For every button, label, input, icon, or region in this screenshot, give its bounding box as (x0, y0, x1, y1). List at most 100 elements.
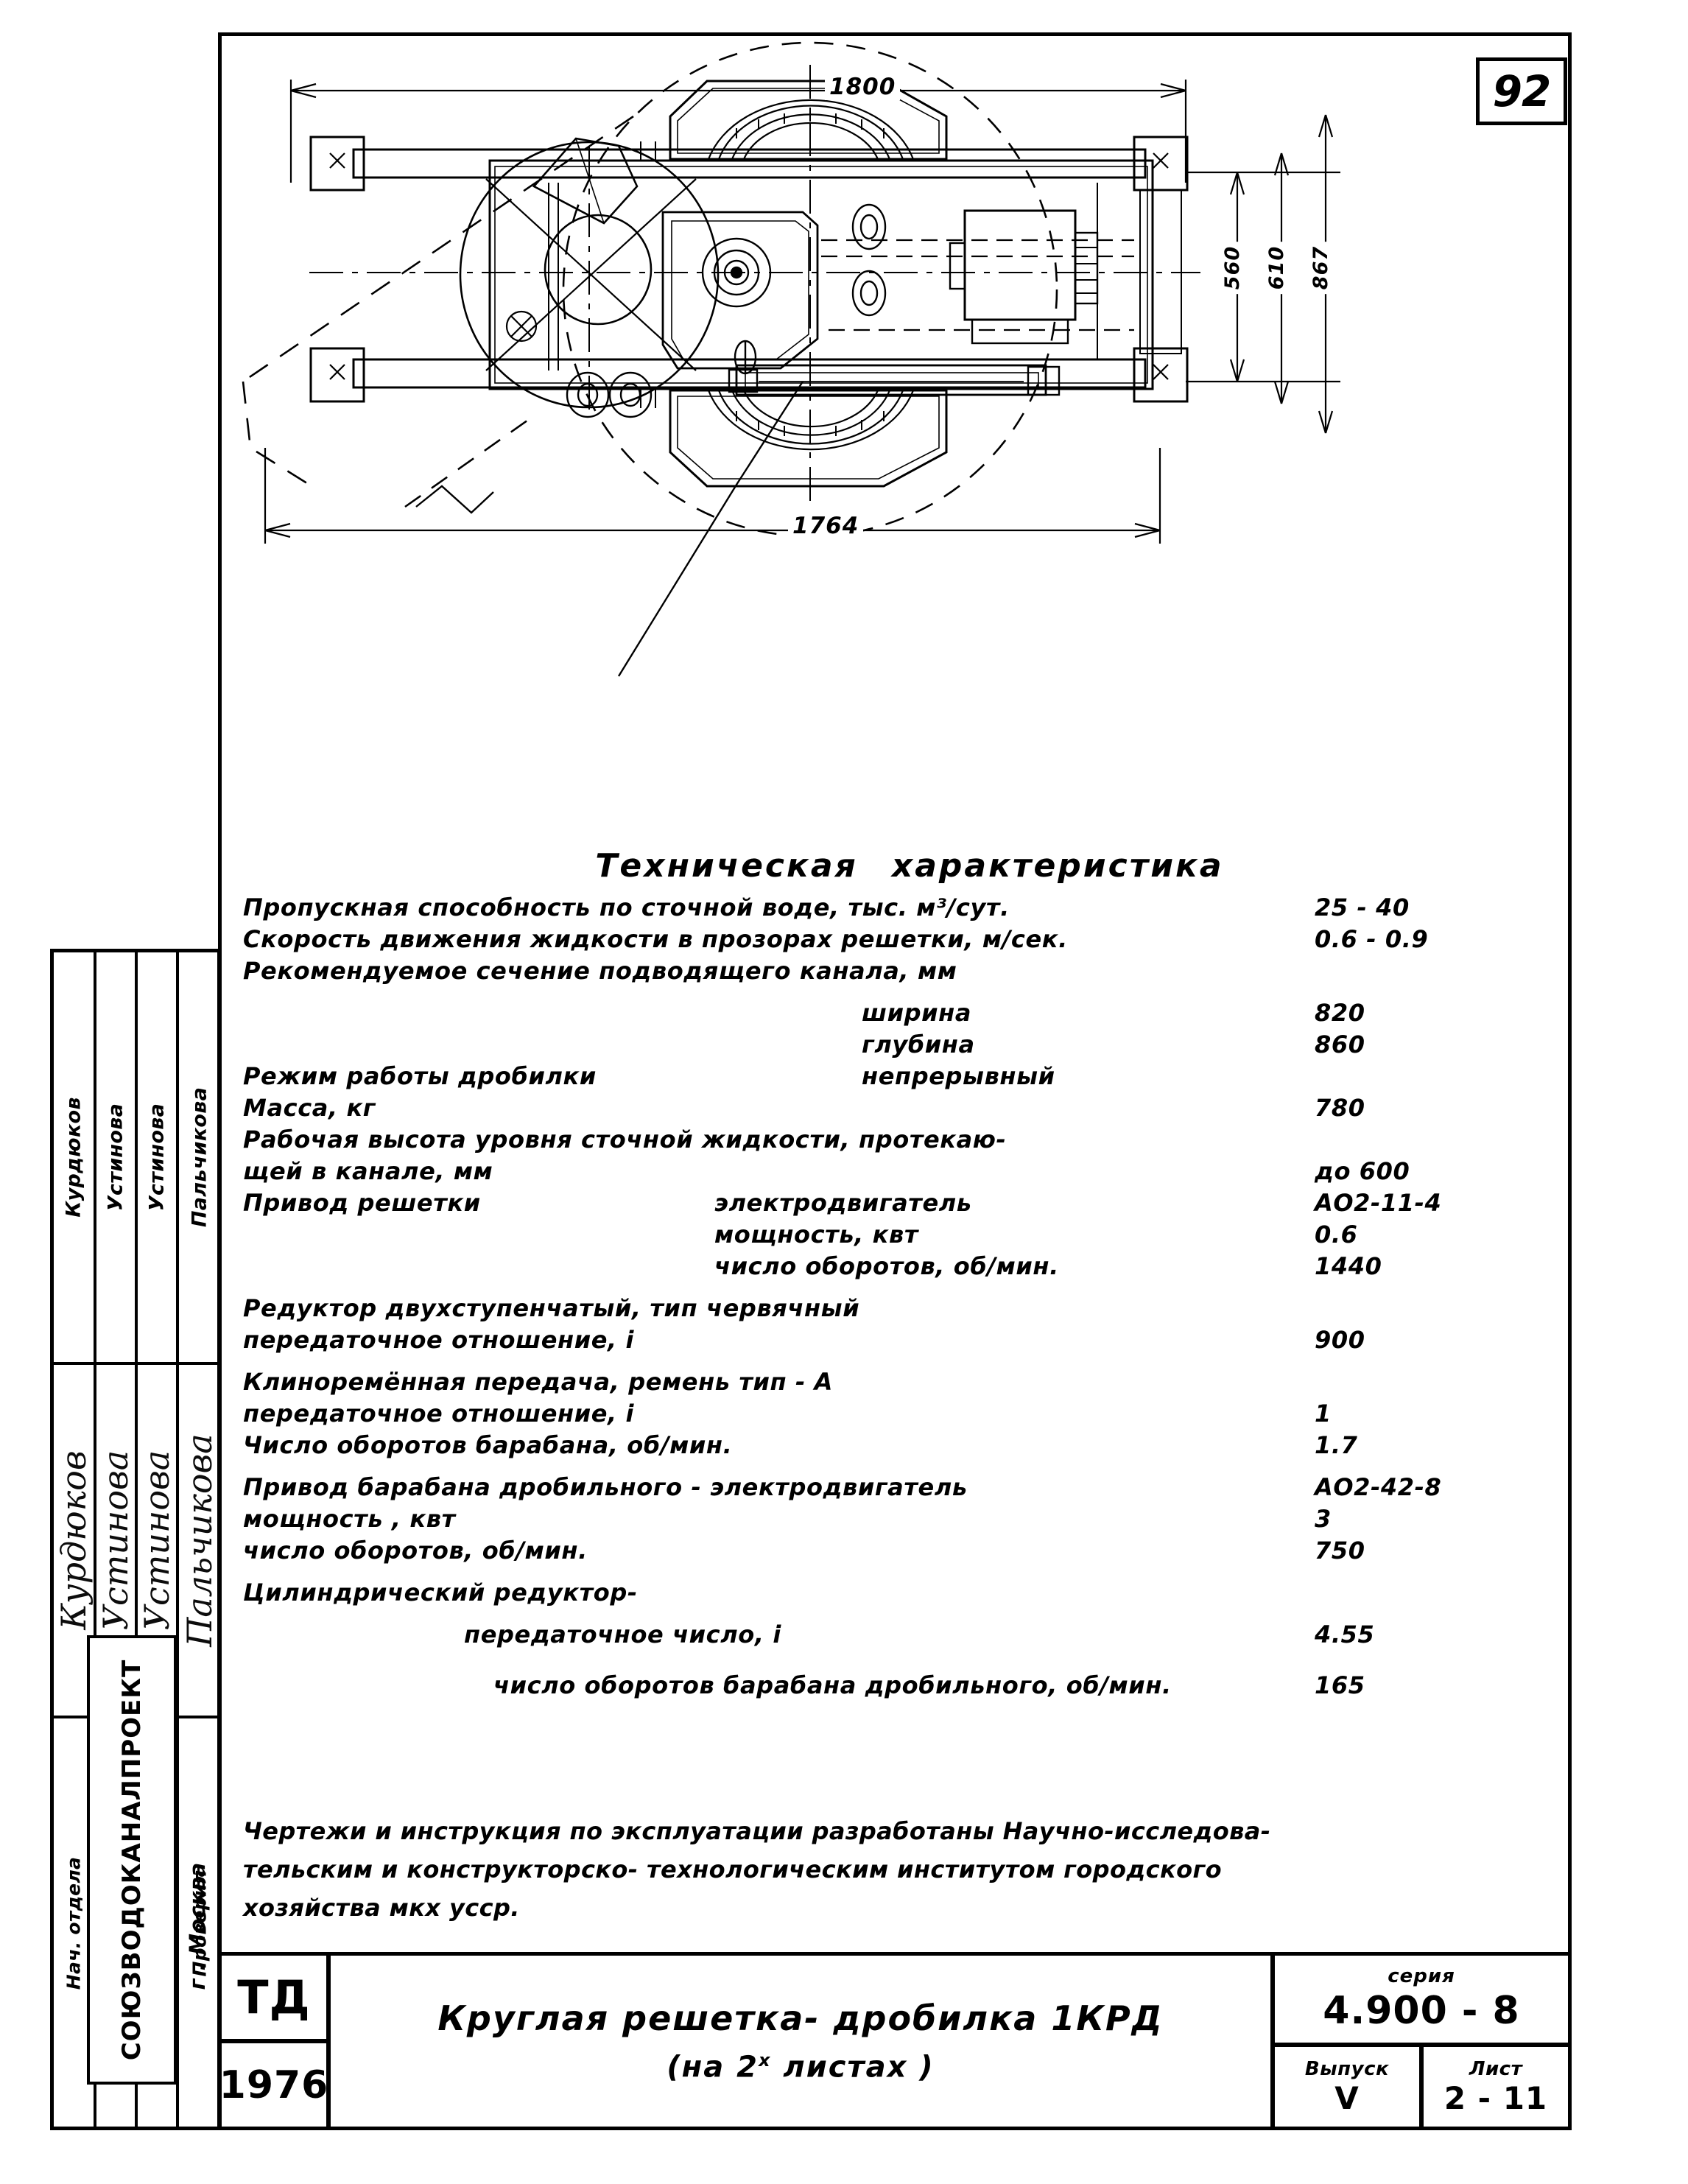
spec-title-part2: характеристика (891, 847, 1224, 885)
spec-sublabel: электродвигатель (714, 1189, 972, 1217)
sheets-sup: х (759, 2049, 772, 2071)
spec-sublabel: непрерывный (862, 1062, 1055, 1090)
approval-stamp-block: Курдюков Курдюков Нач. отдела Устинова У… (50, 949, 221, 2130)
stamp-name-cell: Устинова (138, 952, 176, 1365)
drawing-svg (242, 41, 1340, 677)
spec-label: щей в канале, мм (243, 1157, 493, 1185)
note-line-2: тельским и конструкторско- технологическ… (243, 1855, 1222, 1883)
spec-label: Масса, кг (243, 1094, 376, 1122)
spec-row: Пропускная способность по сточной воде, … (243, 893, 1547, 925)
machine-plan-drawing: 1800 1764 560 610 867 (221, 35, 1569, 831)
spec-row: Рекомендуемое сечение подводящего канала… (243, 957, 1547, 989)
dimension-label-867: 867 (1309, 241, 1333, 295)
sheet-value: 2 - 11 (1443, 2079, 1548, 2116)
spec-sublabel: мощность, квт (714, 1221, 918, 1249)
note-line-3: хозяйства мкх усср. (243, 1894, 520, 1922)
spec-row: Скорость движения жидкости в прозорах ре… (243, 925, 1547, 957)
series-cell: серия 4.900 - 8 (1275, 1956, 1568, 2047)
spec-sublabel: глубина (862, 1030, 975, 1058)
spec-sublabel: ширина (862, 999, 972, 1027)
spec-label: Число оборотов барабана, об/мин. (243, 1431, 733, 1459)
dimension-label-1800: 1800 (825, 74, 901, 100)
page-number-box: 92 (1476, 57, 1567, 125)
spec-row: глубина 860 (243, 1030, 1547, 1062)
spec-value: 4.55 (1315, 1621, 1375, 1648)
spec-value: 0.6 - 0.9 (1315, 925, 1429, 953)
spec-row: передаточное отношение, i 900 (243, 1326, 1547, 1358)
spec-sublabel: число оборотов, об/мин. (714, 1252, 1059, 1280)
technical-specification: Техническая характеристика Пропускная спо… (243, 847, 1547, 1703)
spec-label: Цилиндрический редуктор- (243, 1579, 638, 1607)
drawing-title-cell: Круглая решетка- дробилка 1КРД (на 2х ли… (331, 1956, 1275, 2127)
spec-value: до 600 (1315, 1157, 1410, 1185)
stamp-name: Курдюков (62, 1097, 85, 1218)
spec-label: Рекомендуемое сечение подводящего канала… (243, 957, 957, 985)
title-block-right: серия 4.900 - 8 Выпуск V Лист 2 - 11 (1275, 1956, 1568, 2127)
stamp-name-cell: Курдюков (54, 952, 94, 1365)
title-block-code-cell: ТД 1976 (219, 1956, 331, 2127)
signature: Устинова (138, 1450, 176, 1631)
spec-label: Привод барабана дробильного - электродви… (243, 1473, 968, 1501)
spec-value: 860 (1315, 1030, 1365, 1058)
spec-row: число оборотов барабана дробильного, об/… (243, 1671, 1547, 1703)
spec-row: Число оборотов барабана, об/мин.1.7 (243, 1431, 1547, 1463)
spec-value: 25 - 40 (1315, 893, 1410, 921)
spec-label: Режим работы дробилки (243, 1062, 597, 1090)
spec-row: число оборотов, об/мин. 750 (243, 1537, 1547, 1568)
spec-label: Привод решетки (243, 1189, 481, 1217)
spec-title-part1: Техническая (595, 847, 858, 885)
sheet-caption: Лист (1469, 2057, 1523, 2080)
spec-label: Редуктор двухступенчатый, тип червячный (243, 1294, 860, 1322)
spec-row: число оборотов, об/мин. 1440 (243, 1252, 1547, 1284)
spec-title: Техническая характеристика (243, 847, 1547, 885)
year-1976: 1976 (219, 2062, 329, 2107)
sheets-pre: (на 2 (667, 2050, 759, 2085)
spec-row: Редуктор двухступенчатый, тип червячный (243, 1294, 1547, 1326)
sheets-post: листах ) (771, 2050, 935, 2085)
spec-value: 900 (1315, 1326, 1365, 1354)
series-value: 4.900 - 8 (1323, 1989, 1520, 2033)
spec-row: передаточное отношение, i 1 (243, 1400, 1547, 1431)
spec-label: передаточное отношение, i (243, 1326, 635, 1354)
spec-value: 820 (1315, 999, 1365, 1027)
stamp-signature-cell: Пальчикова (179, 1365, 220, 1718)
spec-value: АО2-11-4 (1315, 1189, 1442, 1217)
issue-value: V (1334, 2079, 1360, 2116)
page-number: 92 (1492, 66, 1552, 116)
code-td: ТД (222, 1956, 326, 2043)
spec-row: Цилиндрический редуктор- (243, 1579, 1547, 1610)
spec-row: щей в канале, мм до 600 (243, 1157, 1547, 1189)
stamp-name: Устинова (104, 1103, 127, 1212)
sheet-cell: Лист 2 - 11 (1424, 2047, 1568, 2127)
stamp-name: Пальчикова (188, 1086, 211, 1228)
spec-value: 0.6 (1315, 1221, 1358, 1249)
organization-city: г . Москва (185, 1862, 210, 1990)
note-line-1: Чертежи и инструкция по эксплуатации раз… (243, 1817, 1271, 1845)
organization-city-block: г . Москва (175, 1768, 219, 2085)
spec-value: АО2-42-8 (1315, 1473, 1442, 1501)
spec-value: 1 (1315, 1400, 1332, 1428)
issue-sheet-row: Выпуск V Лист 2 - 11 (1275, 2047, 1568, 2127)
signature: Устинова (96, 1450, 135, 1631)
stamp-column-proveril: Пальчикова Пальчикова Проверил (179, 952, 220, 2127)
stamp-name: Устинова (145, 1103, 169, 1212)
spec-value: 750 (1315, 1537, 1365, 1565)
spec-label: мощность , квт (243, 1505, 456, 1533)
drawing-title-line2: (на 2х листах ) (667, 2050, 934, 2084)
spec-label: Клиноремённая передача, ремень тип - А (243, 1368, 833, 1396)
drawing-title-line1: Круглая решетка- дробилка 1КРД (437, 1998, 1164, 2038)
dimension-label-1764: 1764 (788, 513, 864, 539)
dimension-label-560: 560 (1221, 241, 1245, 295)
stamp-column-nach-otdela: Курдюков Курдюков Нач. отдела (54, 952, 96, 2127)
spec-value: 3 (1315, 1505, 1332, 1533)
dimension-label-610: 610 (1265, 241, 1289, 295)
spec-row: мощность, квт 0.6 (243, 1221, 1547, 1252)
stamp-signature-cell: Курдюков (54, 1365, 94, 1718)
spec-value: 1440 (1315, 1252, 1382, 1280)
spec-label: передаточное отношение, i (243, 1400, 635, 1428)
spec-value: 165 (1315, 1671, 1365, 1699)
spec-label: число оборотов, об/мин. (243, 1537, 588, 1565)
